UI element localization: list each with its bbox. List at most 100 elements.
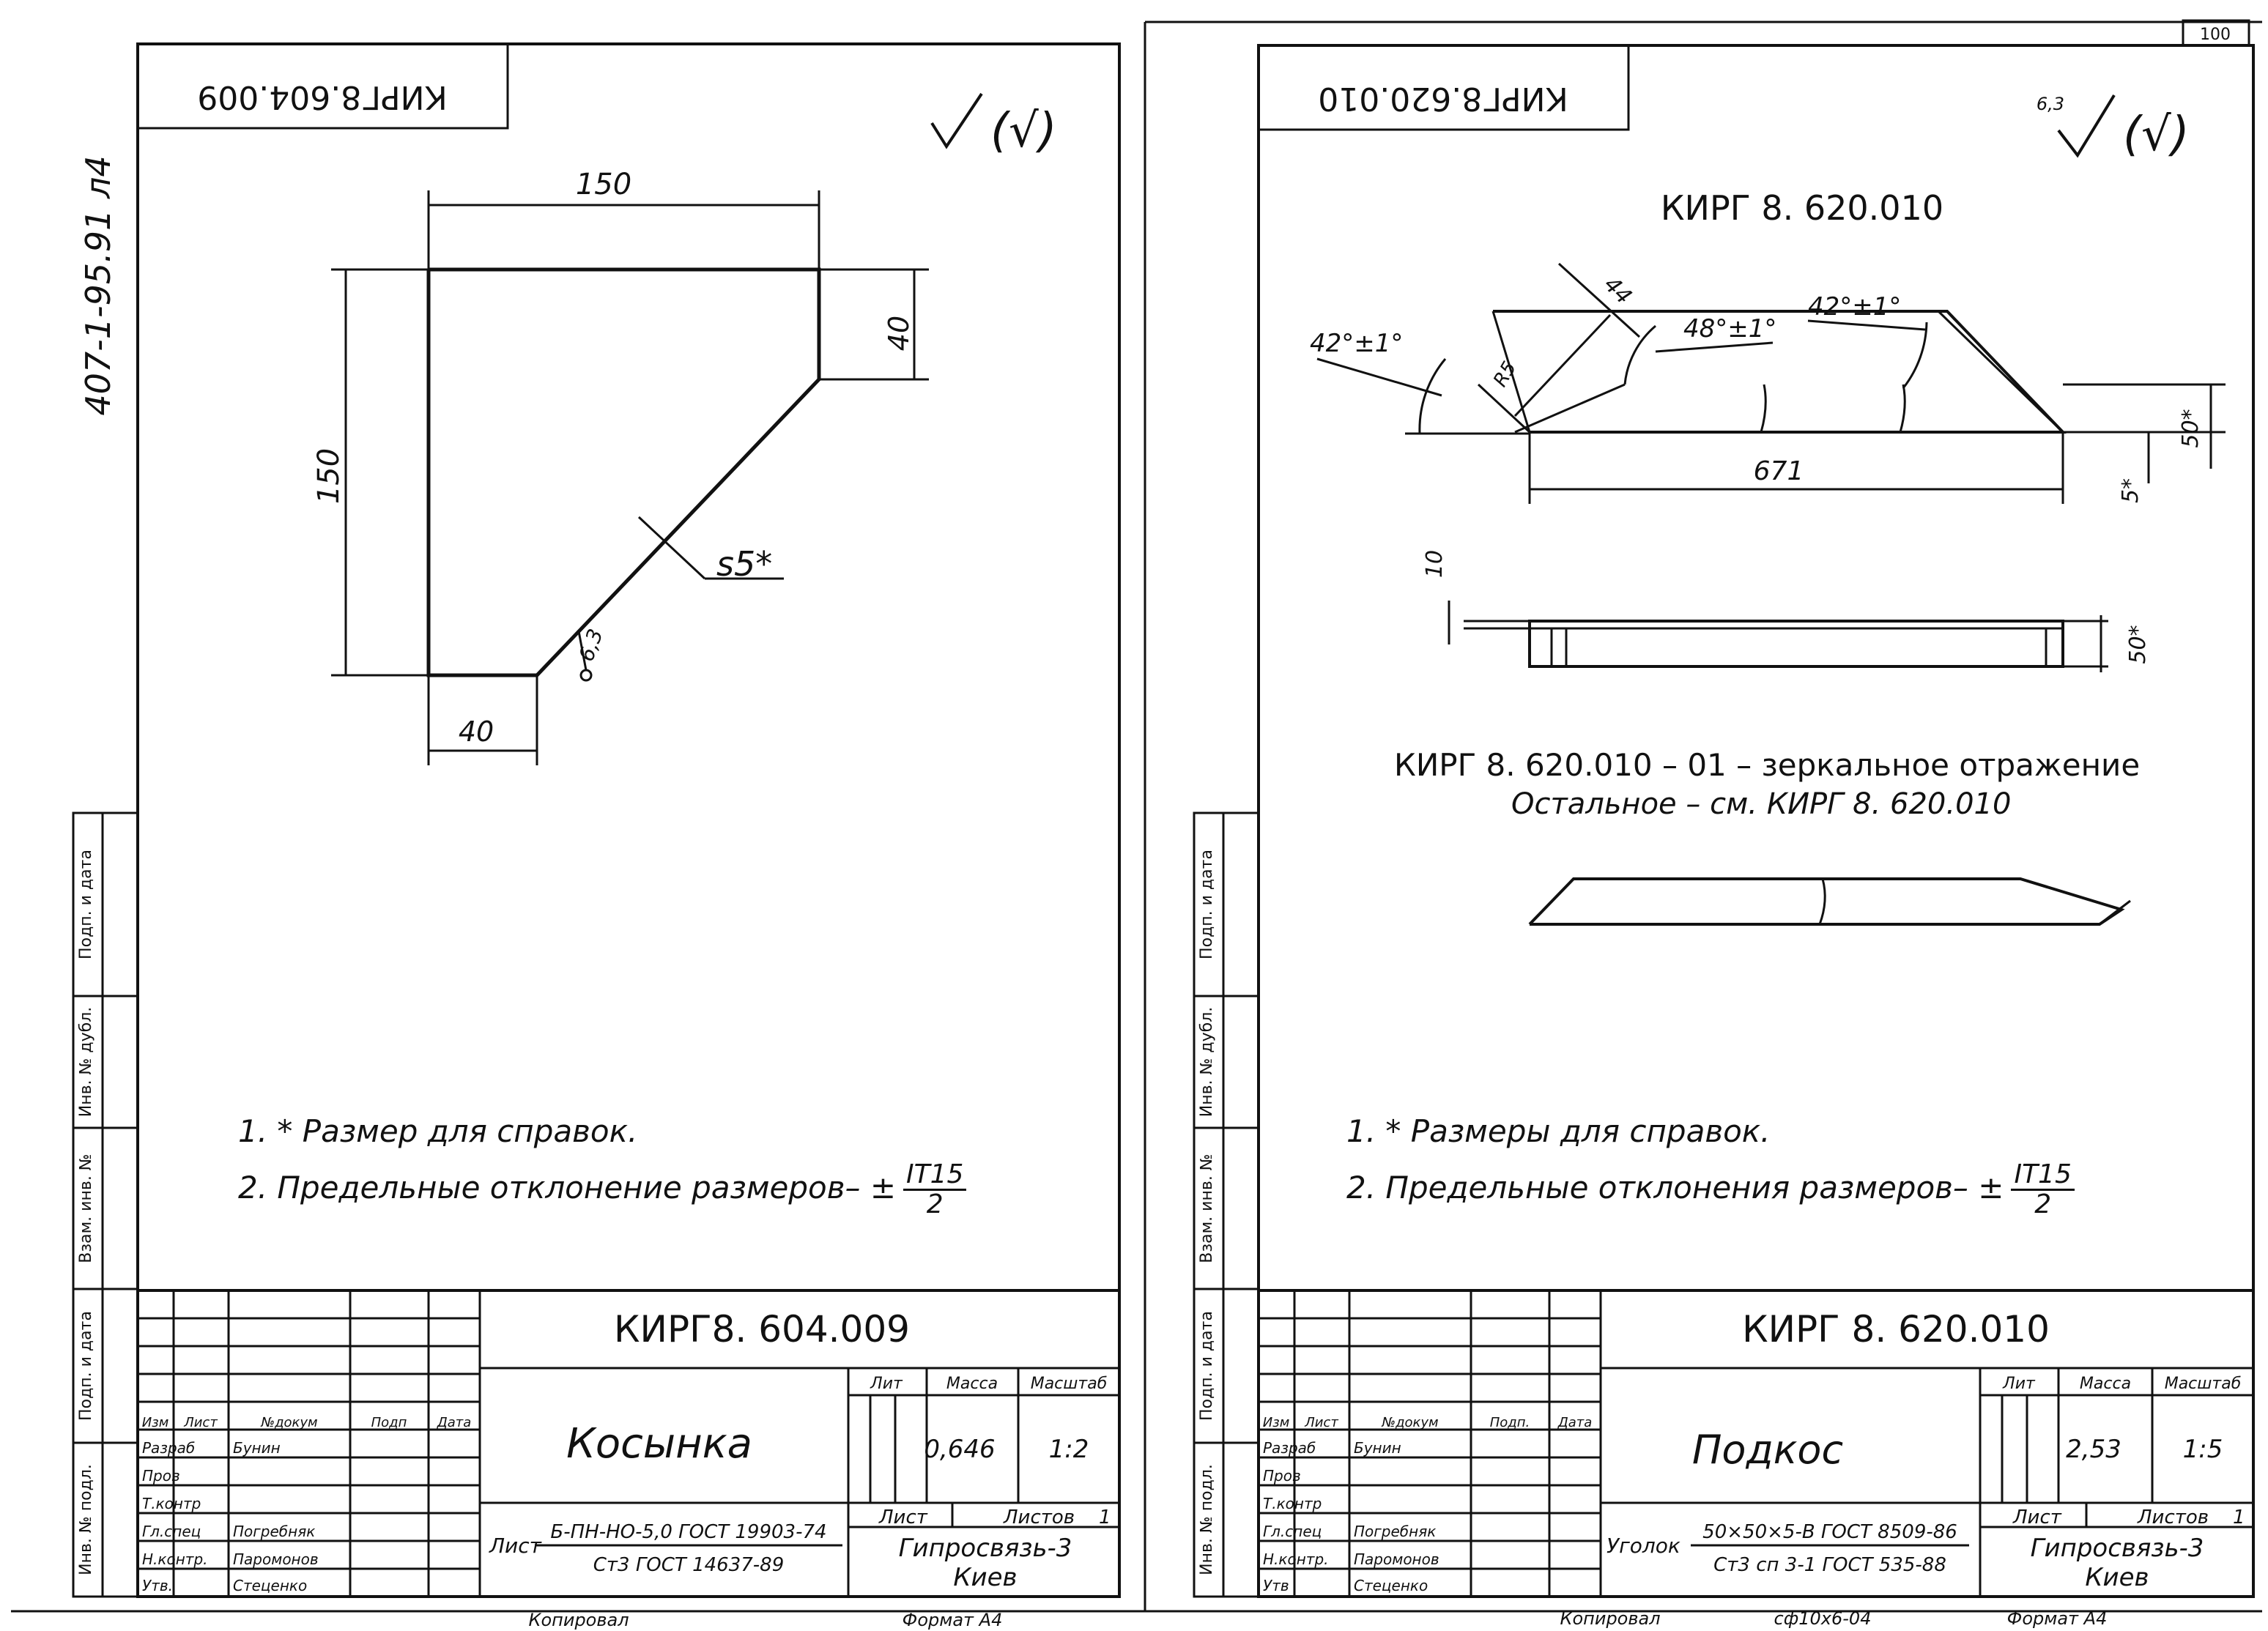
head-doc: №докум [260, 1415, 317, 1430]
row-person: Бунин [233, 1439, 281, 1457]
right-drawing-sheet: 100 КИРГ8.620.010 6,3 (√) КИРГ 8. 620.01… [1134, 0, 2268, 1631]
stamp-scale: 1:2 [1049, 1435, 1089, 1464]
row-role: Н.контр. [142, 1550, 208, 1568]
head-list: Лист [183, 1415, 218, 1430]
mirror-note-line-1: КИРГ 8. 620.010 – 01 – зеркальное отраже… [1394, 747, 2141, 783]
stamp-part-name: Косынка [566, 1420, 752, 1468]
dim-thickness-5: 5* [2118, 478, 2143, 503]
stamp-sheet-label: Лист [2012, 1506, 2062, 1528]
roughness-symbol: (√) [2123, 108, 2190, 162]
row-role: Разраб [142, 1439, 195, 1457]
row-role: Утв. [142, 1577, 173, 1594]
row-role: Пров [1263, 1467, 1301, 1485]
margin-replace-inv: Взам. инв. № [77, 1153, 95, 1263]
row-role: Н.контр. [1263, 1550, 1329, 1568]
left-margin-strip [72, 811, 139, 1598]
stamp-material-prefix: Уголок [1606, 1534, 1680, 1558]
margin-dup-inv: Инв. № дубл. [77, 1007, 95, 1118]
head-sign: Подп [371, 1415, 407, 1430]
left-title-block [136, 1289, 1121, 1598]
note-2-text: 2. Предельные отклонение размеров– ± [238, 1169, 897, 1205]
rotated-code: КИРГ8.604.009 [197, 78, 447, 116]
margin-sign-date-1: Подп. и дата [77, 850, 95, 959]
row-person: Погребняк [233, 1523, 315, 1540]
dim-671: 671 [1754, 456, 1804, 486]
left-drawing-sheet: 150 40 150 40 s5* 6,3 (√) КИРГ8.604.009 … [11, 42, 1134, 1630]
stamp-material-bottom: Ст3 ГОСТ 14637-89 [593, 1554, 785, 1576]
roughness-value: 6,3 [2037, 94, 2064, 114]
fraction-denominator: 2 [2034, 1189, 2052, 1219]
footer-format: Формат А4 [903, 1610, 1003, 1630]
stamp-org: Гипросвязь-3 [2031, 1534, 2204, 1563]
footer-copied: Копировал [528, 1610, 629, 1630]
stamp-scale-label: Масштаб [1031, 1375, 1108, 1393]
angle-left: 42°±1° [1310, 329, 1403, 358]
margin-sign-date-1: Подп. и дата [1198, 850, 1216, 959]
dim-10: 10 [1422, 550, 1448, 578]
row-role: Утв [1263, 1577, 1289, 1594]
stamp-scale: 1:5 [2183, 1435, 2223, 1464]
stamp-material-prefix: Лист [489, 1534, 542, 1558]
dim-right-40: 40 [883, 316, 915, 351]
row-person: Погребняк [1354, 1523, 1436, 1540]
stamp-part-name: Подкос [1692, 1427, 1843, 1473]
footer-copied: Копировал [1560, 1608, 1660, 1629]
margin-replace-inv: Взам. инв. № [1198, 1153, 1216, 1263]
stamp-mass-label: Масса [2080, 1375, 2131, 1393]
dim-width-50: 50* [2125, 625, 2151, 664]
note-2: 2. Предельные отклонение размеров– ±IT15… [238, 1161, 967, 1219]
angle-middle: 48°±1° [1683, 314, 1776, 343]
row-role: Разраб [1263, 1439, 1316, 1457]
drawing-title: КИРГ 8. 620.010 [1661, 188, 1943, 228]
page-number: 100 [2200, 26, 2231, 44]
stamp-sheets-label: Листов [1003, 1506, 1075, 1528]
margin-orig-inv: Инв. № подл. [77, 1464, 95, 1575]
strut-side-view [1528, 620, 2064, 668]
row-person: Паромонов [1354, 1550, 1439, 1568]
stamp-org: Гипросвязь-3 [899, 1534, 1072, 1563]
stamp-designation: КИРГ 8. 620.010 [1742, 1308, 2050, 1351]
fraction-denominator: 2 [926, 1189, 944, 1219]
note-1: 1. * Размеры для справок. [1346, 1113, 1771, 1149]
stamp-designation: КИРГ8. 604.009 [614, 1308, 910, 1351]
note-1: 1. * Размер для справок. [238, 1113, 638, 1149]
margin-dup-inv: Инв. № дубл. [1198, 1007, 1216, 1118]
head-sign: Подп. [1490, 1415, 1530, 1430]
stamp-sheets: 1 [2233, 1506, 2245, 1528]
margin-sign-date-2: Подп. и дата [77, 1311, 95, 1421]
right-sheet-svg: 100 КИРГ8.620.010 6,3 (√) КИРГ 8. 620.01… [1134, 19, 2262, 1629]
fraction-numerator: IT15 [2011, 1161, 2075, 1191]
thickness-label: s5* [716, 544, 772, 584]
margin-orig-inv: Инв. № подл. [1198, 1464, 1216, 1575]
mirror-note-line-2: Остальное – см. КИРГ 8. 620.010 [1511, 787, 2012, 821]
angle-right: 42°±1° [1808, 292, 1901, 322]
stamp-mass-label: Масса [946, 1375, 998, 1393]
head-date: Дата [1557, 1415, 1593, 1430]
right-frame [1257, 44, 2255, 1598]
mirror-sketch [1528, 877, 2125, 926]
gusset-outline [426, 267, 821, 677]
note-2: 2. Предельные отклонения размеров– ±IT15… [1346, 1161, 2075, 1219]
head-list: Лист [1304, 1415, 1338, 1430]
roughness-symbol: (√) [990, 104, 1057, 158]
head-izm: Изм [1263, 1415, 1290, 1430]
stamp-mass: 2,53 [2066, 1435, 2121, 1464]
strut-top-view [1493, 310, 2067, 434]
dim-height-50: 50* [2178, 409, 2204, 447]
row-role: Гл.спец [1263, 1523, 1322, 1540]
stamp-material-bottom: Ст3 сп 3-1 ГОСТ 535-88 [1713, 1554, 1946, 1576]
stamp-sheets-label: Листов [2137, 1506, 2209, 1528]
stamp-lit-label: Лит [870, 1375, 903, 1393]
row-person: Бунин [1354, 1439, 1401, 1457]
stamp-lit-label: Лит [2002, 1375, 2036, 1393]
row-role: Т.контр [142, 1495, 201, 1512]
stamp-city: Киев [953, 1563, 1017, 1592]
margin-sign-date-2: Подп. и дата [1198, 1311, 1216, 1421]
fraction-numerator: IT15 [903, 1161, 967, 1191]
stamp-mass: 0,646 [924, 1435, 995, 1464]
row-person: Стеценко [1354, 1577, 1428, 1594]
stamp-scale-label: Масштаб [2165, 1375, 2242, 1393]
footer-copy-code: сф10х6-04 [1774, 1608, 1872, 1629]
